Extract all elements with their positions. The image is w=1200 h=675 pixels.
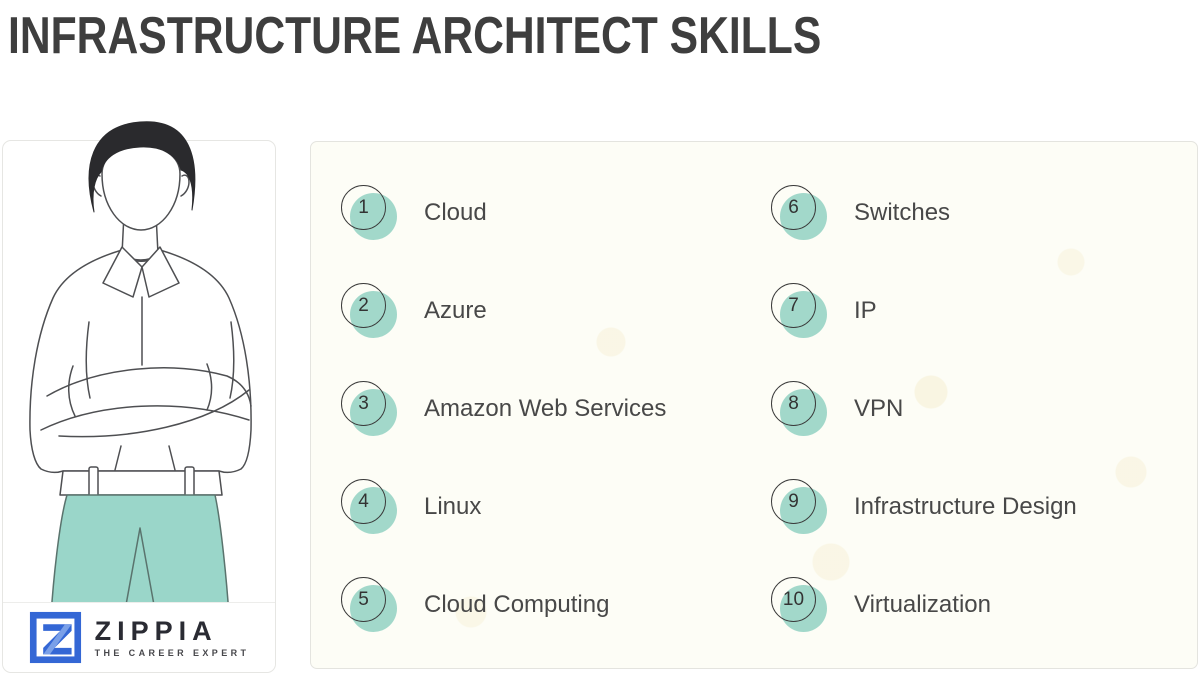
skill-item: 6 Switches	[771, 185, 1200, 241]
skill-item: 5 Cloud Computing	[341, 577, 771, 633]
skill-item: 8 VPN	[771, 381, 1200, 437]
skill-number-badge: 5	[341, 577, 397, 633]
skill-number-badge: 1	[341, 185, 397, 241]
skill-label: Cloud	[424, 198, 487, 226]
z-square-icon	[29, 611, 81, 664]
person-crossed-arms-illustration	[29, 121, 252, 617]
badge-number: 3	[341, 381, 386, 426]
badge-number: 10	[771, 577, 816, 622]
skill-item: 3 Amazon Web Services	[341, 381, 771, 437]
badge-number: 6	[771, 185, 816, 230]
badge-number: 4	[341, 479, 386, 524]
badge-number: 9	[771, 479, 816, 524]
skill-label: VPN	[854, 394, 904, 422]
badge-number: 7	[771, 283, 816, 328]
skill-item: 9 Infrastructure Design	[771, 479, 1200, 535]
page-title: INFRASTRUCTURE ARCHITECT SKILLS	[8, 7, 822, 65]
skill-label: Linux	[424, 492, 482, 520]
skill-label: Virtualization	[854, 590, 991, 618]
skill-number-badge: 3	[341, 381, 397, 437]
skills-panel: 1 Cloud 2 Azure 3 Amazon Web Services 4 Linux 5 C…	[310, 141, 1198, 669]
skill-label: Azure	[424, 296, 487, 324]
skill-number-badge: 8	[771, 381, 827, 437]
skill-number-badge: 4	[341, 479, 397, 535]
skill-number-badge: 7	[771, 283, 827, 339]
skill-item: 7 IP	[771, 283, 1200, 339]
skill-label: Infrastructure Design	[854, 492, 1077, 520]
skill-item: 4 Linux	[341, 479, 771, 535]
skills-column-2: 6 Switches 7 IP 8 VPN 9 Infrastructure Design 10…	[771, 185, 1200, 675]
badge-number: 5	[341, 577, 386, 622]
skill-label: Amazon Web Services	[424, 394, 667, 422]
skill-item: 10 Virtualization	[771, 577, 1200, 633]
skill-label: Switches	[854, 198, 951, 226]
skills-column-1: 1 Cloud 2 Azure 3 Amazon Web Services 4 Linux 5 C…	[341, 185, 771, 675]
badge-number: 1	[341, 185, 386, 230]
skill-number-badge: 6	[771, 185, 827, 241]
badge-number: 2	[341, 283, 386, 328]
badge-number: 8	[771, 381, 816, 426]
illustration-card: ZIPPIA THE CAREER EXPERT	[2, 121, 276, 673]
skill-item: 1 Cloud	[341, 185, 771, 241]
logo-tagline: THE CAREER EXPERT	[94, 647, 250, 658]
logo-brand: ZIPPIA	[94, 615, 218, 646]
logo-text: ZIPPIA THE CAREER EXPERT	[94, 615, 250, 658]
zippia-logo: ZIPPIA THE CAREER EXPERT	[3, 602, 275, 672]
skill-number-badge: 9	[771, 479, 827, 535]
skill-label: IP	[854, 296, 877, 324]
skill-number-badge: 10	[771, 577, 827, 633]
skill-item: 2 Azure	[341, 283, 771, 339]
skills-grid: 1 Cloud 2 Azure 3 Amazon Web Services 4 Linux 5 C…	[311, 142, 1197, 675]
skill-number-badge: 2	[341, 283, 397, 339]
skill-label: Cloud Computing	[424, 590, 610, 618]
